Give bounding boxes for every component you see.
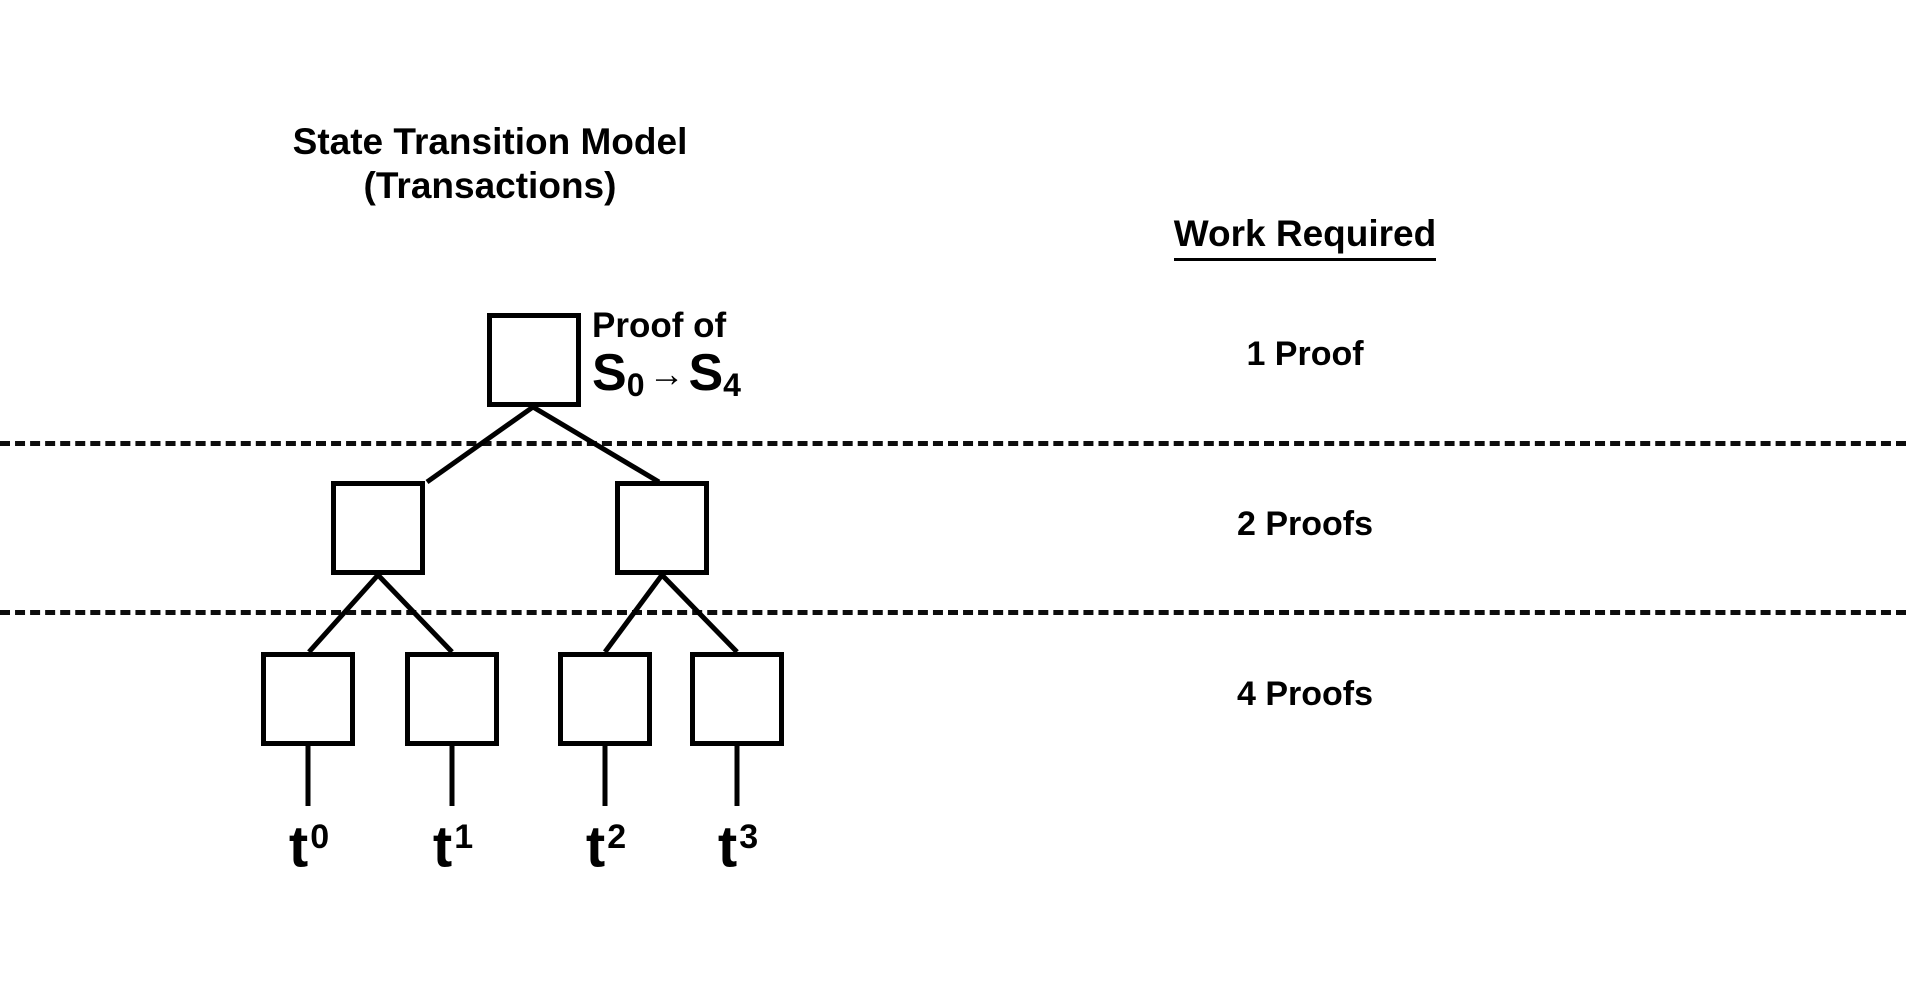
- leaf-node-1[interactable]: [405, 652, 499, 746]
- transaction-base-3: t: [717, 814, 738, 880]
- transaction-exponent-3: 3: [739, 818, 759, 856]
- transaction-label-0: t0: [228, 818, 388, 876]
- band-divider-upper: [0, 441, 1906, 446]
- work-label-level-2: 4 Proofs: [1236, 675, 1374, 713]
- leaf-node-2[interactable]: [558, 652, 652, 746]
- internal-node-right[interactable]: [615, 481, 709, 575]
- transaction-exponent-2: 2: [607, 818, 627, 856]
- leaf-node-3[interactable]: [690, 652, 784, 746]
- state-to: S: [688, 344, 724, 402]
- state-from-subscript: 0: [626, 367, 645, 403]
- transaction-exponent-0: 0: [310, 818, 330, 856]
- work-label-level-0: 1 Proof: [1246, 335, 1364, 373]
- root-proof-label: Proof of: [592, 306, 727, 345]
- internal-node-left[interactable]: [331, 481, 425, 575]
- work-label-level-1: 2 Proofs: [1236, 505, 1374, 543]
- transaction-label-3: t3: [657, 818, 817, 876]
- page-title-line-2: (Transactions): [363, 164, 617, 206]
- transaction-base-2: t: [585, 814, 606, 880]
- work-required-title-text: Work Required: [1173, 212, 1437, 261]
- transaction-exponent-1: 1: [454, 818, 474, 856]
- transaction-label-2: t2: [525, 818, 685, 876]
- root-node[interactable]: [487, 313, 581, 407]
- page-title-line-1: State Transition Model: [292, 121, 688, 162]
- band-divider-lower: [0, 610, 1906, 615]
- transaction-base-1: t: [432, 814, 453, 880]
- leaf-node-0[interactable]: [261, 652, 355, 746]
- work-required-title: Work Required: [1055, 212, 1555, 261]
- state-to-subscript: 4: [723, 367, 741, 403]
- root-state-transition: S0→S4: [592, 344, 741, 402]
- transaction-base-0: t: [288, 814, 309, 880]
- state-from: S: [592, 344, 627, 402]
- root-proof-annotation: Proof of S0→S4: [592, 306, 741, 402]
- page-title: State Transition Model (Transactions): [180, 120, 800, 207]
- arrow-right-icon: →: [648, 353, 685, 394]
- transaction-label-1: t1: [372, 818, 532, 876]
